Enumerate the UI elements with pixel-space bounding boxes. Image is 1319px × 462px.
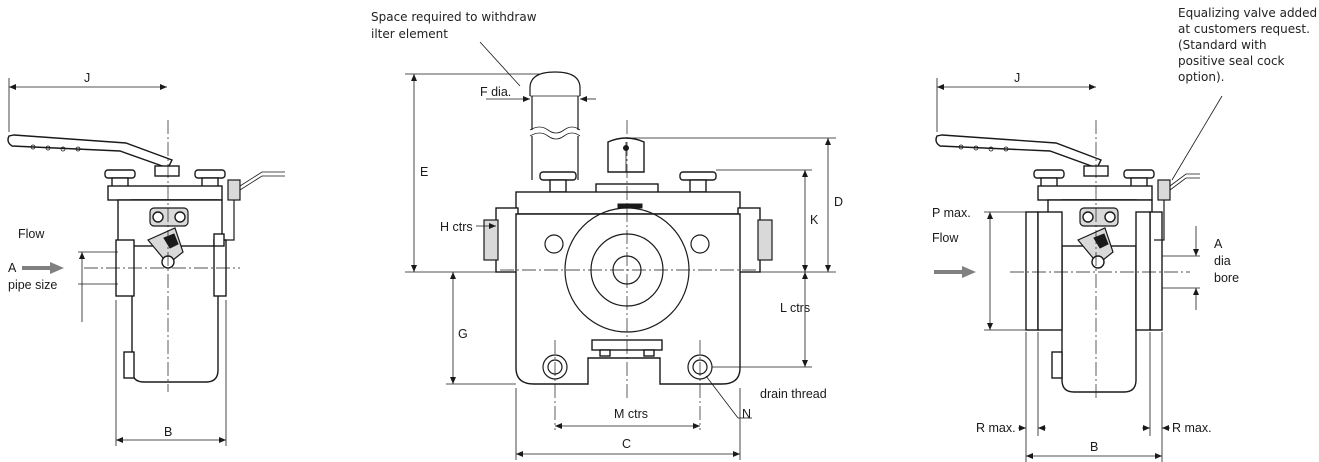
dim-l-label: L ctrs (780, 301, 810, 315)
right-lever-handle (935, 134, 1102, 169)
left-lever-handle (7, 134, 173, 169)
right-a-bore-label: bore (1214, 271, 1239, 285)
right-a-dia-label: dia (1214, 254, 1231, 268)
right-dim-b-label: B (1090, 440, 1098, 454)
front-main-body (515, 213, 741, 385)
dim-c-label: C (622, 437, 631, 451)
dim-k-label: K (810, 213, 819, 227)
dim-n-label: N (742, 407, 751, 421)
right-strainer-body (1061, 199, 1137, 393)
front-cover-plate (515, 191, 741, 215)
equalizing-note-line4: positive seal cock (1178, 54, 1285, 68)
dim-m-label: M ctrs (614, 407, 648, 421)
right-dim-j-label: J (1014, 71, 1020, 85)
dim-e-label: E (420, 165, 428, 179)
drain-thread-label: drain thread (760, 387, 827, 401)
front-side-clamps (483, 207, 773, 273)
right-flow-arrow-icon (934, 266, 976, 278)
left-dim-j-label: J (84, 71, 90, 85)
center-t-handle (607, 137, 645, 173)
right-side-view: Equalizing valve added at customers requ… (932, 6, 1317, 462)
dim-h-label: H ctrs (440, 220, 473, 234)
right-flow-label: Flow (932, 231, 959, 245)
front-view: Space required to withdraw ilter element… (371, 10, 843, 460)
dim-d-label: D (834, 195, 843, 209)
equalizing-note-line5: option). (1178, 70, 1224, 84)
left-dim-b-label: B (164, 425, 172, 439)
right-equalizing-valve (1154, 173, 1200, 241)
equalizing-note-line2: at customers request. (1178, 22, 1310, 36)
right-latch-mechanism (1077, 207, 1119, 269)
withdraw-note-line1: Space required to withdraw (371, 10, 537, 24)
right-top-knobs (1033, 165, 1155, 189)
dim-g-label: G (458, 327, 468, 341)
equalizing-note-line1: Equalizing valve added (1178, 6, 1317, 20)
left-cover (107, 185, 223, 201)
r-max-right-label: R max. (1172, 421, 1212, 435)
filter-element-outline (529, 71, 581, 180)
right-a-label: A (1214, 237, 1223, 251)
left-latch-mechanism (147, 207, 189, 269)
dim-f-label: F dia. (480, 85, 511, 99)
cover-knobs (539, 171, 717, 195)
left-equalizing-valve (213, 171, 285, 247)
left-flow-arrow-icon (22, 262, 64, 274)
equalizing-note-line3: (Standard with (1178, 38, 1267, 52)
left-top-knobs (104, 165, 226, 189)
left-flow-label: Flow (18, 227, 45, 241)
r-max-left-label: R max. (976, 421, 1016, 435)
p-max-label: P max. (932, 206, 971, 220)
left-a-label: A (8, 261, 17, 275)
left-pipe-size-label: pipe size (8, 278, 57, 292)
withdraw-note-line2: ilter element (371, 27, 448, 41)
left-side-view: J (7, 71, 285, 446)
right-flanges (1025, 211, 1163, 379)
